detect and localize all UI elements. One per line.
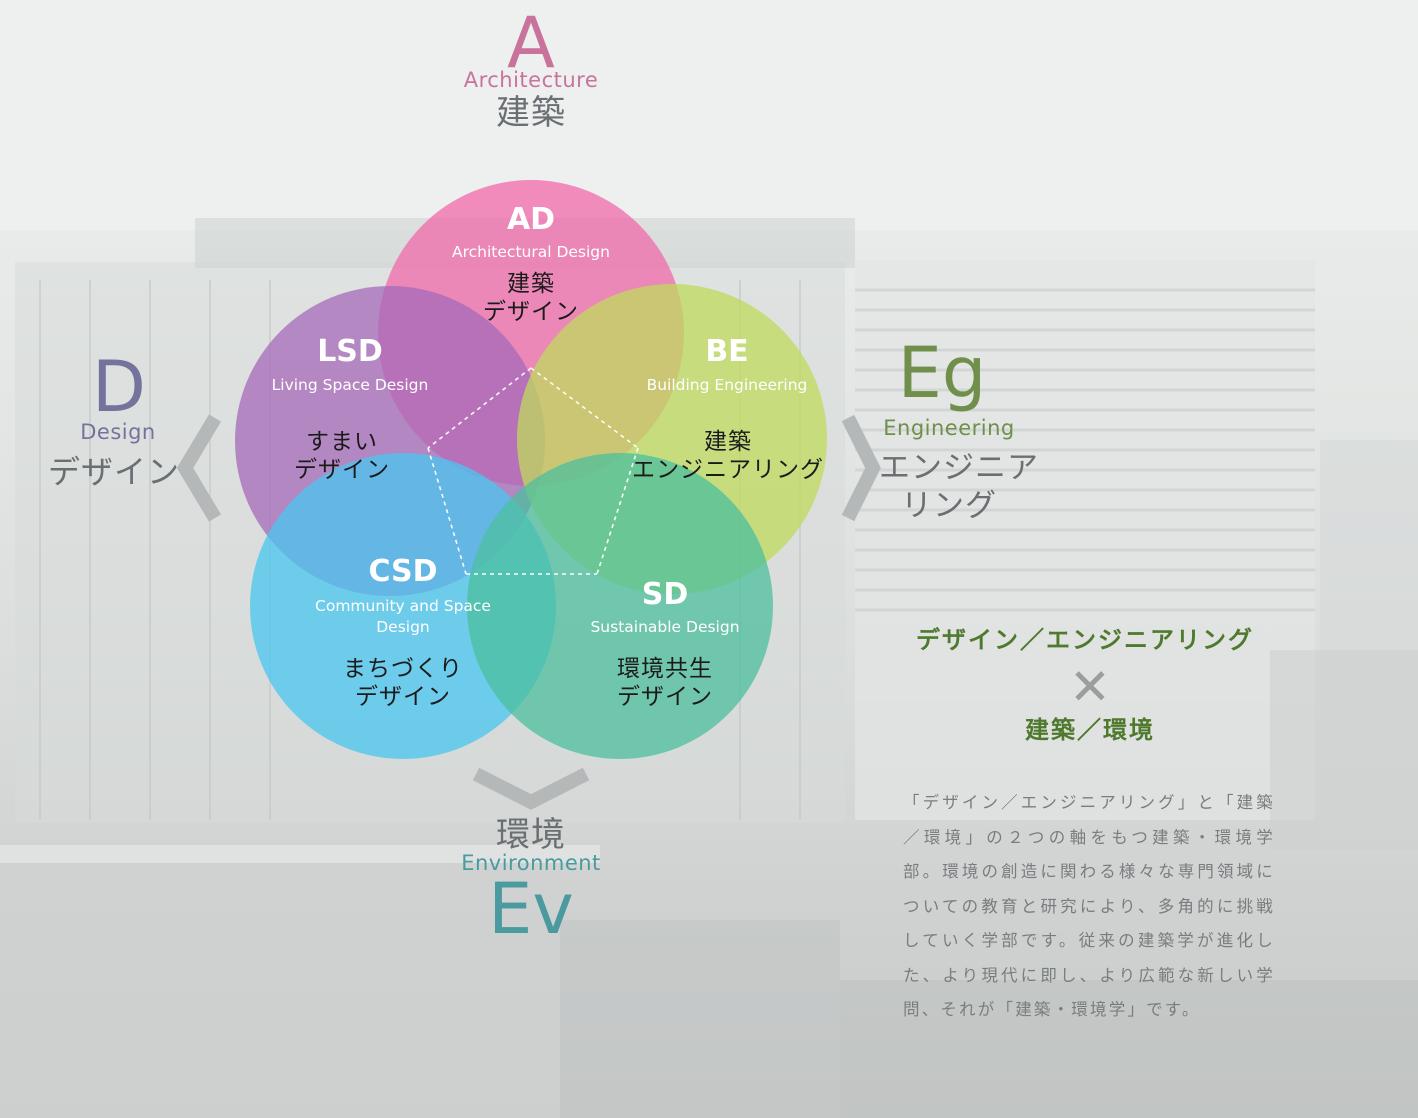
csd-english-line2: Design (376, 618, 430, 636)
description-paragraph: 「デザイン／エンジニアリング」と「建築／環境」の２つの軸をもつ建築・環境学部。環… (903, 793, 1275, 1019)
axis-bottom-letter: Ev (488, 868, 574, 950)
be-japanese-line2: エンジニアリング (632, 457, 824, 483)
ad-japanese-line1: 建築 (507, 271, 555, 297)
axis-right-english: Engineering (883, 416, 1015, 440)
axis-right-japanese-line2: リング (901, 488, 997, 524)
ad-code: AD (506, 202, 556, 237)
ad-japanese-line2: デザイン (483, 299, 579, 325)
axis-right-japanese-line1: エンジニア (879, 450, 1039, 486)
axis-right-letter: Eg (897, 332, 987, 414)
lsd-japanese-line1: すまい (306, 429, 378, 455)
sd-english: Sustainable Design (590, 618, 740, 636)
sd-japanese-line1: 環境共生 (617, 656, 713, 682)
be-english: Building Engineering (646, 376, 808, 394)
axis-bottom-japanese: 環境 (496, 815, 566, 855)
axis-left-english: Design (80, 420, 156, 444)
headline-line2: 建築／環境 (1025, 716, 1155, 744)
lsd-english: Living Space Design (271, 376, 429, 394)
axis-top-letter: A (507, 2, 555, 84)
csd-japanese-line2: デザイン (355, 684, 451, 710)
axis-top-english: Architecture (463, 68, 599, 92)
csd-english-line1: Community and Space (315, 597, 491, 615)
lsd-japanese-line2: デザイン (294, 457, 390, 483)
sd-code: SD (641, 577, 689, 612)
left-chevron-icon (176, 414, 222, 522)
sd-japanese-line2: デザイン (617, 684, 713, 710)
axis-left-letter: D (92, 346, 146, 428)
circle-csd (250, 453, 556, 759)
pentagon-guide (427, 367, 639, 575)
headline-line1: デザイン／エンジニアリング (916, 626, 1254, 654)
circle-sd (467, 453, 773, 759)
axis-top-japanese: 建築 (496, 93, 566, 133)
csd-code: CSD (368, 554, 438, 589)
cross-icon: ✕ (1069, 658, 1111, 716)
lsd-code: LSD (317, 334, 383, 369)
ad-english: Architectural Design (452, 243, 610, 261)
axis-left-japanese: デザイン (48, 453, 181, 491)
right-chevron-icon (841, 414, 881, 522)
be-code: BE (705, 334, 749, 369)
bottom-chevron-icon (472, 767, 590, 810)
axis-bottom-english: Environment (461, 851, 601, 875)
csd-japanese-line1: まちづくり (343, 656, 463, 682)
be-japanese-line1: 建築 (704, 429, 752, 455)
